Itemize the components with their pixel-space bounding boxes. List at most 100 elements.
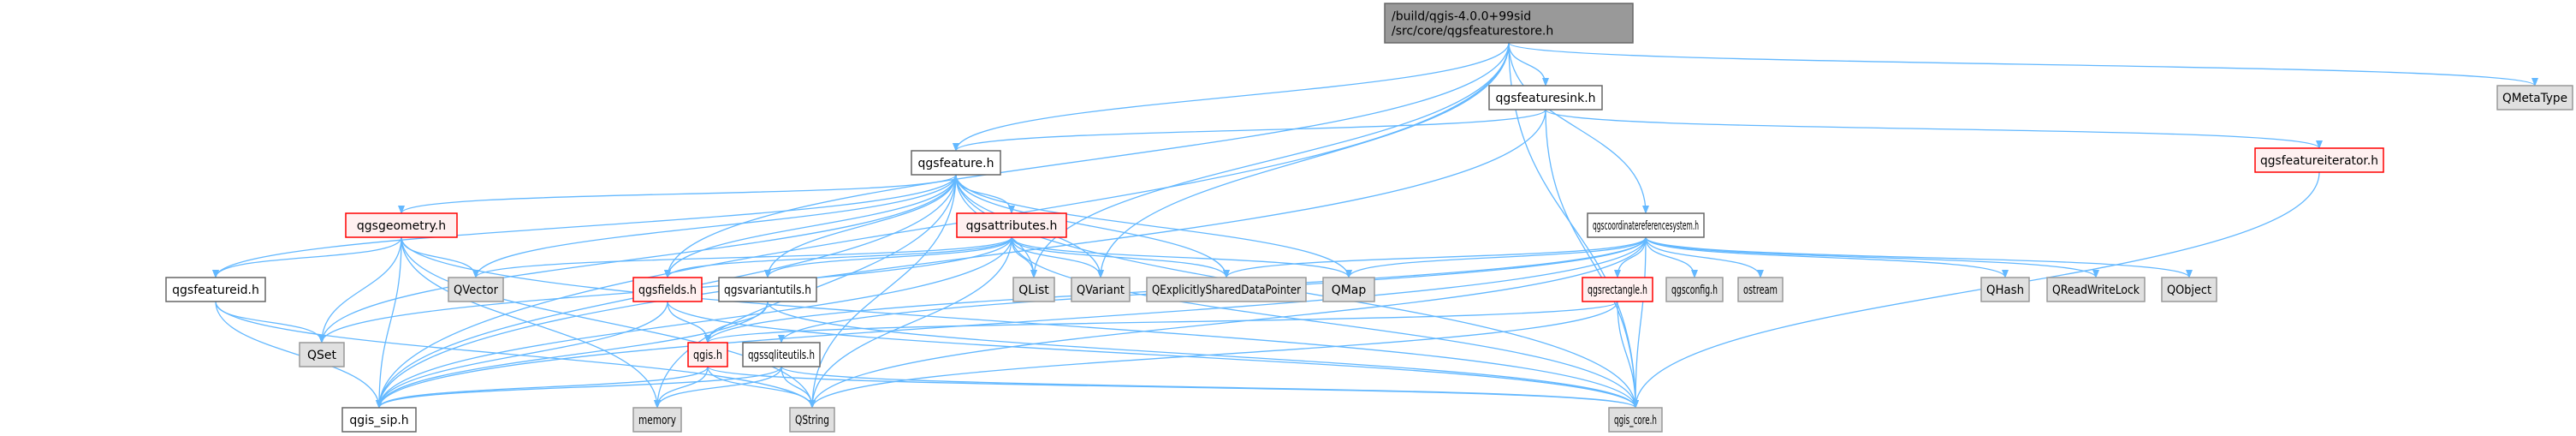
node-qgssqliteutils[interactable]: qgssqliteutils.h	[742, 342, 821, 367]
node-QList[interactable]: QList	[1012, 277, 1055, 302]
node-box-qgsrectangle	[1582, 277, 1653, 302]
node-label-qgsvariantutils: qgsvariantutils.h	[724, 284, 811, 297]
node-qgscrs[interactable]: qgscoordinatereferencesystem.h	[1587, 212, 1705, 238]
edge-qgsvariantutils-to-qgis	[704, 301, 769, 343]
node-label-qgsrectangle: qgsrectangle.h	[1588, 284, 1647, 297]
node-label-qgsconfig: qgsconfig.h	[1671, 284, 1718, 297]
edge-qgsgeometry-to-QSet	[318, 236, 402, 343]
edge-qgsattributes-to-QString	[809, 236, 1012, 409]
edge-root-to-qgsfeature	[953, 42, 1510, 152]
node-label-qgis_core: qgis_core.h	[1614, 414, 1657, 427]
edge-qgsfeatureid-to-QString	[215, 301, 816, 409]
edge-qgsfeatureiterator-to-qgis_core	[1632, 171, 2320, 409]
node-root[interactable]: /build/qgis-4.0.0+99sid/src/core/qgsfeat…	[1384, 3, 1634, 44]
edges-layer	[212, 42, 2538, 409]
edge-qgscrs-to-ostream	[1645, 236, 1764, 278]
node-box-qgsfeatureiterator	[2254, 147, 2384, 173]
node-label-QString: QString	[795, 414, 829, 427]
node-QESDP[interactable]: QExplicitlySharedDataPointer	[1146, 277, 1307, 302]
node-qgsfeature[interactable]: qgsfeature.h	[911, 150, 1001, 176]
node-label-root: /build/qgis-4.0.0+99sid	[1392, 10, 1531, 24]
node-qgsconfig[interactable]: qgsconfig.h	[1665, 277, 1724, 302]
node-box-qgsvariantutils	[718, 277, 817, 302]
node-box-qgsfields	[632, 277, 703, 302]
node-box-root	[1384, 3, 1634, 44]
node-qgsrectangle[interactable]: qgsrectangle.h	[1582, 277, 1653, 302]
edge-qgsattributes-to-QVariant	[1011, 236, 1104, 278]
edge-qgsrectangle-to-QString	[809, 301, 1618, 409]
node-QSet[interactable]: QSet	[299, 342, 345, 367]
edge-qgis-to-QString	[707, 366, 816, 409]
edge-qgscrs-to-qgsrectangle	[1614, 236, 1647, 278]
edge-qgsfeature-to-qgsvariantutils	[764, 174, 957, 278]
node-label-QHash: QHash	[1986, 284, 2024, 297]
node-memory[interactable]: memory	[632, 407, 682, 433]
node-qgsfeatureiterator[interactable]: qgsfeatureiterator.h	[2254, 147, 2384, 173]
node-label-qgsgeometry: qgsgeometry.h	[357, 219, 446, 233]
edge-qgsattributes-to-QVector	[472, 236, 1012, 278]
node-box-qgscrs	[1587, 212, 1705, 238]
node-qgsattributes[interactable]: qgsattributes.h	[956, 212, 1067, 238]
node-QVector[interactable]: QVector	[448, 277, 504, 302]
edge-qgsvariantutils-to-qgis_core	[767, 301, 1639, 409]
node-qgsfields[interactable]: qgsfields.h	[632, 277, 703, 302]
edge-root-to-qgis_sip	[376, 42, 1510, 409]
node-box-QObject	[2161, 277, 2217, 302]
node-QMap[interactable]: QMap	[1322, 277, 1375, 302]
edge-qgscrs-to-QHash	[1645, 236, 2009, 278]
node-label-QReadWriteLock: QReadWriteLock	[2052, 284, 2140, 297]
node-box-QESDP	[1146, 277, 1307, 302]
node-QMetaType[interactable]: QMetaType	[2496, 85, 2573, 110]
edge-qgscrs-to-QMap	[1345, 236, 1647, 278]
edge-qgscrs-to-QObject	[1645, 236, 2193, 278]
node-label-memory: memory	[638, 414, 676, 427]
node-qgsfeaturesink[interactable]: qgsfeaturesink.h	[1488, 85, 1603, 110]
edge-qgssqliteutils-to-qgis_core	[781, 366, 1639, 409]
edge-root-to-QVariant	[1097, 42, 1510, 278]
node-box-QHash	[1980, 277, 2030, 302]
edge-qgsfields-to-qgis_core	[667, 301, 1639, 409]
node-label-QVariant: QVariant	[1077, 284, 1125, 297]
node-box-qgsfeatureid	[165, 277, 266, 302]
node-box-QMap	[1322, 277, 1375, 302]
node-qgsvariantutils[interactable]: qgsvariantutils.h	[718, 277, 817, 302]
node-QHash[interactable]: QHash	[1980, 277, 2030, 302]
edge-qgsfeature-to-qgsgeometry	[398, 174, 957, 214]
edge-qgsrectangle-to-qgis	[704, 301, 1618, 343]
node-qgis[interactable]: qgis.h	[687, 342, 728, 367]
edge-qgscrs-to-qgis_core	[1632, 236, 1647, 409]
node-ostream[interactable]: ostream	[1737, 277, 1784, 302]
node-label-QSet: QSet	[307, 349, 337, 362]
node-qgsfeatureid[interactable]: qgsfeatureid.h	[165, 277, 266, 302]
node-QString[interactable]: QString	[789, 407, 835, 433]
node-box-QSet	[299, 342, 345, 367]
edge-qgsattributes-to-QESDP	[1011, 236, 1230, 278]
node-box-qgis	[687, 342, 728, 367]
node-label-QObject: QObject	[2167, 284, 2211, 297]
edge-qgsfeature-to-QVector	[472, 174, 957, 278]
node-qgis_core[interactable]: qgis_core.h	[1608, 407, 1663, 433]
edge-qgscrs-to-QString	[809, 236, 1647, 409]
edge-root-to-QList	[1030, 42, 1510, 278]
node-label-qgssqliteutils: qgssqliteutils.h	[748, 349, 815, 362]
node-QReadWriteLock[interactable]: QReadWriteLock	[2046, 277, 2146, 302]
edge-qgsvariantutils-to-qgis_sip	[376, 301, 769, 409]
edge-qgscrs-to-qgis_sip	[376, 236, 1647, 409]
node-box-qgssqliteutils	[742, 342, 821, 367]
node-label-QMap: QMap	[1332, 284, 1367, 297]
edge-qgsgeometry-to-QString	[401, 236, 816, 409]
node-label-qgis: qgis.h	[693, 349, 722, 362]
node-QObject[interactable]: QObject	[2161, 277, 2217, 302]
edge-qgscrs-to-qgsconfig	[1645, 236, 1698, 278]
node-qgsgeometry[interactable]: qgsgeometry.h	[345, 212, 458, 238]
edge-qgsattributes-to-qgsvariantutils	[764, 236, 1012, 278]
node-QVariant[interactable]: QVariant	[1071, 277, 1131, 302]
edge-qgis-to-qgis_core	[707, 366, 1639, 409]
edge-qgsfeature-to-QSet	[318, 174, 957, 343]
edge-qgsgeometry-to-qgis_sip	[376, 236, 402, 409]
node-qgis_sip[interactable]: qgis_sip.h	[341, 407, 417, 433]
node-box-qgis_core	[1608, 407, 1663, 433]
nodes-layer: /build/qgis-4.0.0+99sid/src/core/qgsfeat…	[165, 3, 2573, 433]
edge-qgsfeaturesink-to-qgsfeatureiterator	[1545, 109, 2323, 149]
